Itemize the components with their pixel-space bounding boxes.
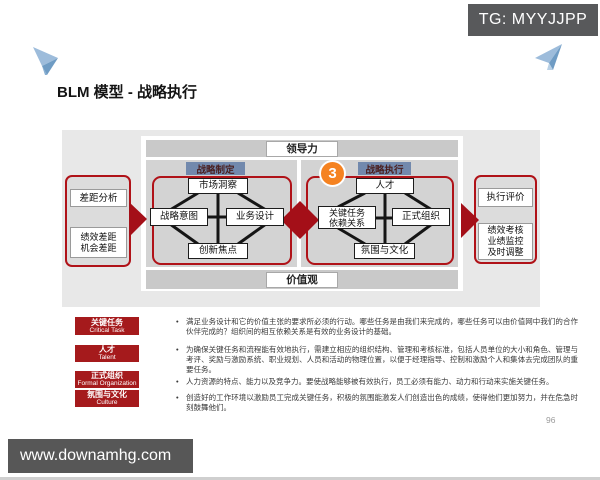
node-line: 关键任务 [328, 207, 365, 218]
legend-critical-task: 关键任务 Critical Task [75, 317, 139, 335]
eval-line: 及时调整 [487, 247, 524, 257]
legend-bullet-4: 创造好的工作环境以激励员工完成关键任务，积极的氛围能激发人们创造出色的成绩，使得… [176, 393, 578, 413]
node-innovation-focus: 创新焦点 [188, 243, 248, 259]
legend-bullet-1: 满足业务设计和它的价值主张的要求所必须的行动。哪些任务是由我们来完成的，哪些任务… [176, 317, 578, 337]
legend-culture: 氛围与文化 Culture [75, 390, 139, 407]
execution-header: 战略执行 [358, 162, 411, 176]
legend-bullet-3: 人力资源的特点、能力以及竞争力。要使战略能够被有效执行，员工必须有能力、动力和行… [176, 377, 578, 387]
legend-en: Culture [96, 399, 118, 406]
watermark-text: www.downamhg.com [20, 447, 172, 464]
node-market-insight: 市场洞察 [188, 178, 248, 194]
legend-zh: 氛围与文化 [87, 390, 127, 399]
node-culture: 氛围与文化 [354, 243, 415, 259]
page-title: BLM 模型 - 战略执行 [57, 84, 197, 101]
node-talent: 人才 [356, 178, 414, 194]
legend-zh: 正式组织 [91, 371, 123, 380]
paper-plane-icon [33, 47, 58, 75]
node-business-design: 业务设计 [226, 208, 284, 226]
gap-line: 绩效差距 [80, 231, 117, 242]
page-number: 96 [546, 415, 556, 425]
leadership-band: 领导力 [146, 140, 458, 157]
leadership-label: 领导力 [266, 140, 338, 157]
gap-detail-box: 绩效差距 机会差距 [70, 227, 127, 258]
eval-line: 绩效考核 [487, 225, 524, 235]
legend-bullet-2: 为确保关键任务和流程能有效地执行，需建立相应的组织结构、管理和考核标准，包括人员… [176, 345, 578, 375]
watermark-bar: www.downamhg.com [8, 439, 193, 473]
legend-formal-organization: 正式组织 Formal Organization [75, 371, 139, 388]
evaluation-detail-box: 绩效考核 业绩监控 及时调整 [478, 223, 533, 260]
legend-en: Critical Task [89, 326, 125, 334]
paper-plane-icon [535, 44, 562, 70]
values-label: 价值观 [266, 271, 338, 288]
node-critical-tasks: 关键任务 依赖关系 [318, 206, 376, 229]
gap-analysis-box: 差距分析 [70, 189, 127, 207]
bottom-edge-line [0, 477, 600, 480]
gap-line: 机会差距 [80, 242, 117, 253]
eval-line: 业绩监控 [487, 236, 524, 246]
tg-badge: TG: MYYJJPP [468, 4, 598, 36]
legend-talent: 人才 Talent [75, 345, 139, 362]
node-formal-organization: 正式组织 [392, 208, 450, 226]
legend-zh: 人才 [99, 345, 115, 354]
values-band: 价值观 [146, 270, 458, 289]
formulation-header: 战略制定 [186, 162, 245, 176]
legend-en: Talent [98, 354, 116, 361]
step-3-badge: 3 [319, 160, 346, 187]
tg-badge-text: TG: MYYJJPP [478, 11, 588, 28]
legend-zh: 关键任务 [91, 317, 123, 327]
legend-en: Formal Organization [77, 380, 137, 387]
execution-evaluation-box: 执行评价 [478, 188, 533, 207]
node-line: 依赖关系 [328, 217, 365, 228]
node-strategy-intent: 战略意图 [150, 208, 208, 226]
